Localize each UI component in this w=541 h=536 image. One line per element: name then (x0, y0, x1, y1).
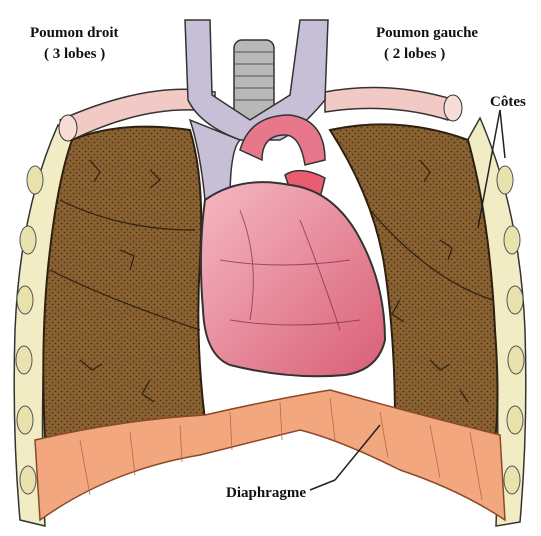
label-ribs: Côtes (490, 93, 526, 111)
label-left-lung-title: Poumon gauche (376, 24, 478, 42)
right-lung (43, 127, 205, 440)
label-diaphragm: Diaphragme (226, 484, 306, 502)
label-left-lung-lobes: ( 2 lobes ) (384, 45, 445, 63)
heart (201, 182, 385, 376)
label-aorta: Aorte (263, 148, 293, 164)
label-right-lung-title: Poumon droit (30, 24, 118, 42)
label-right-lung-lobes: ( 3 lobes ) (44, 45, 105, 63)
